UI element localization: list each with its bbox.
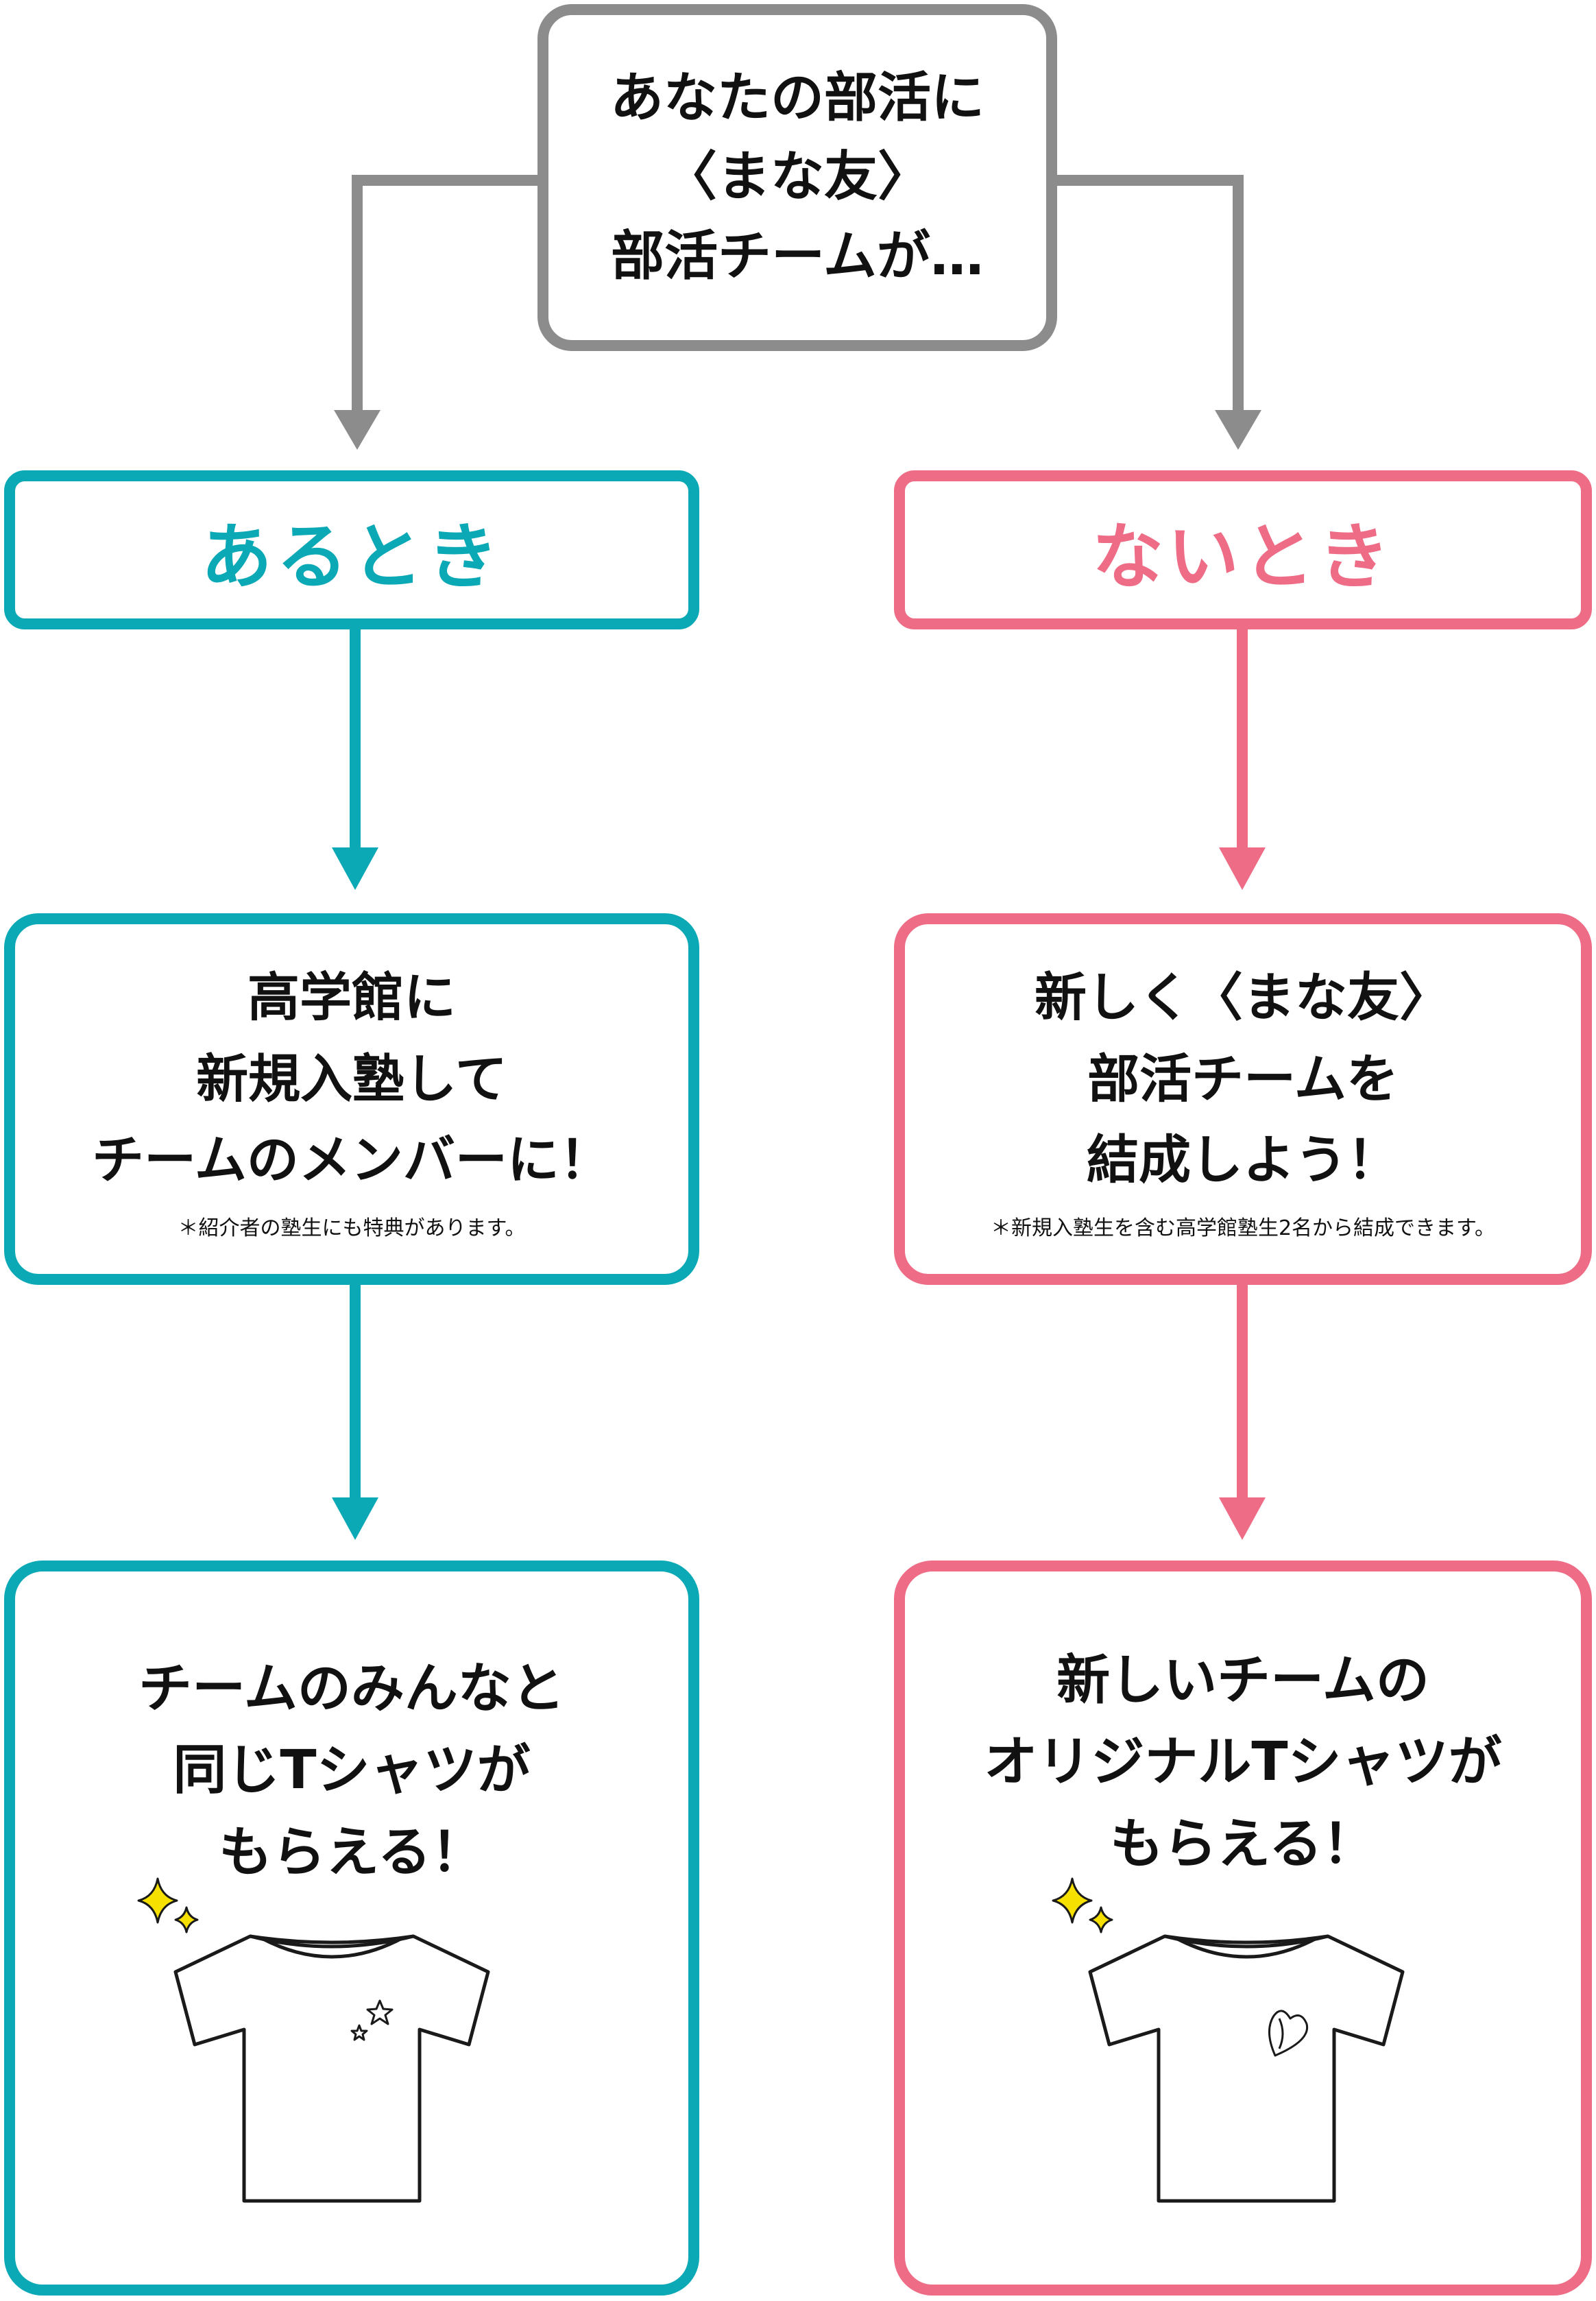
- sparkle-icon: [1052, 1877, 1113, 1933]
- no-step-line: 新しく〈まな友〉: [1035, 967, 1451, 1028]
- no-branch-label: ないとき: [1091, 514, 1394, 599]
- no-result-line: オリジナルTシャツが: [984, 1731, 1502, 1794]
- arrowhead-question-to-no: [1215, 410, 1261, 450]
- yes-result-line: チームのみんなと: [138, 1658, 565, 1720]
- yes-shirt-illustration: [137, 1877, 490, 2203]
- arrowhead-yes-label-to-step: [332, 847, 378, 890]
- star-icon: [350, 1999, 394, 2041]
- heart-icon: [1268, 2010, 1309, 2057]
- question-line: あなたの部活に: [609, 67, 984, 129]
- question-line: 〈まな友〉: [663, 146, 931, 208]
- no-shirt-illustration: [1052, 1877, 1405, 2203]
- no-step-line: 結成しよう！: [1087, 1129, 1399, 1191]
- t-shirt-icon: [1088, 1934, 1405, 2203]
- question-line: 部活チームが…: [611, 225, 984, 287]
- no-step-box: 新しく〈まな友〉 部活チームを 結成しよう！ ＊新規入塾生を含む高学館塾生2名か…: [894, 913, 1592, 1285]
- no-result-line: もらえる！: [1110, 1813, 1376, 1875]
- arrowhead-yes-step-to-result: [332, 1497, 378, 1540]
- yes-result-line: 同じTシャツが: [173, 1739, 531, 1802]
- yes-step-box: 高学館に 新規入塾して チームのメンバーに！ ＊紹介者の塾生にも特典があります。: [4, 913, 699, 1285]
- yes-step-line: 高学館に: [247, 967, 456, 1028]
- no-step-line: 部活チームを: [1087, 1048, 1399, 1109]
- yes-step-line: チームのメンバーに！: [92, 1129, 612, 1191]
- connector-question-to-no: [1057, 175, 1244, 420]
- connector-question-to-yes: [352, 175, 537, 420]
- arrowhead-no-label-to-step: [1219, 847, 1266, 890]
- question-box: あなたの部活に 〈まな友〉 部活チームが…: [537, 4, 1057, 351]
- yes-step-line: 新規入塾して: [196, 1048, 507, 1109]
- no-branch-label-box: ないとき: [894, 470, 1592, 629]
- arrowhead-no-step-to-result: [1219, 1497, 1266, 1540]
- no-result-line: 新しいチームの: [1056, 1650, 1429, 1711]
- yes-result-line: もらえる！: [219, 1821, 485, 1883]
- t-shirt-icon: [173, 1934, 490, 2203]
- no-step-note: ＊新規入塾生を含む高学館塾生2名から結成できます。: [990, 1216, 1496, 1240]
- sparkle-icon: [137, 1877, 199, 1933]
- yes-step-note: ＊紹介者の塾生にも特典があります。: [178, 1216, 526, 1240]
- yes-branch-label-box: あるとき: [4, 470, 699, 629]
- arrowhead-question-to-yes: [334, 410, 380, 450]
- yes-branch-label: あるとき: [200, 514, 503, 599]
